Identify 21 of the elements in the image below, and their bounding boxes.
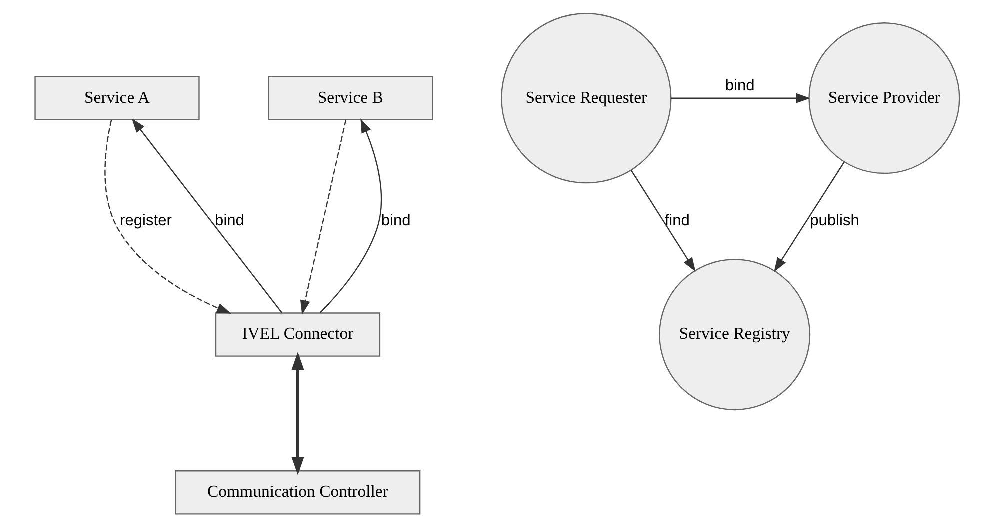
edge-label: find	[664, 212, 690, 229]
node-box: Service B	[268, 76, 434, 120]
arrow	[630, 170, 696, 272]
node-circle: Service Registry	[659, 258, 811, 410]
edge-label: publish	[810, 212, 860, 229]
arrow	[292, 352, 304, 475]
edge-label: bind	[215, 212, 244, 229]
arrow	[774, 161, 845, 272]
node-box: Service A	[34, 76, 200, 120]
arrow	[104, 119, 232, 314]
arrow	[132, 118, 283, 313]
arrow	[320, 118, 382, 313]
arrow	[671, 92, 811, 103]
node-circle: Service Provider	[808, 22, 960, 174]
node-circle: Service Requester	[501, 12, 672, 184]
node-box: IVEL Connector	[215, 312, 381, 356]
edge-label: bind	[381, 212, 411, 229]
node-box: Communication Controller	[175, 470, 421, 514]
edge-label: bind	[725, 76, 755, 94]
arrow	[300, 119, 347, 314]
edge-label: register	[120, 212, 172, 229]
